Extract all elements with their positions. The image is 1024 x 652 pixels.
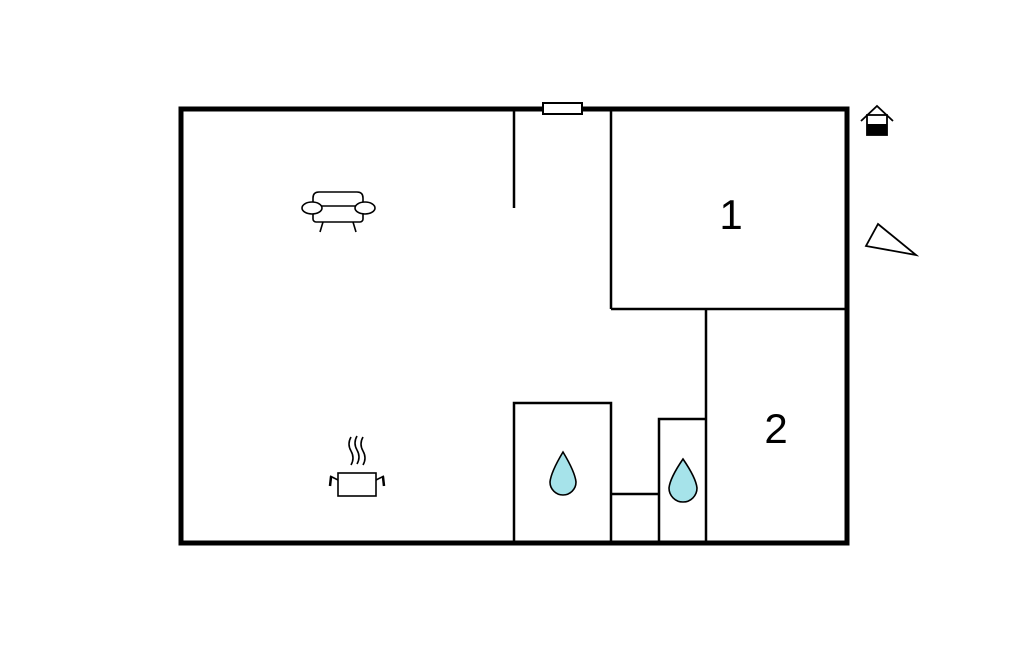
room-label-1: 1: [719, 191, 742, 238]
window: [542, 102, 583, 115]
interior-walls: [512, 109, 847, 543]
water-drop-icon: [549, 450, 577, 496]
room-label-2: 2: [764, 405, 787, 452]
cooking-pot-icon: [328, 435, 386, 497]
water-drop-icon: [668, 457, 698, 503]
sofa-icon: [301, 191, 376, 233]
terrace-wedge-icon: [864, 222, 920, 257]
house-entrance-icon: [860, 104, 894, 136]
